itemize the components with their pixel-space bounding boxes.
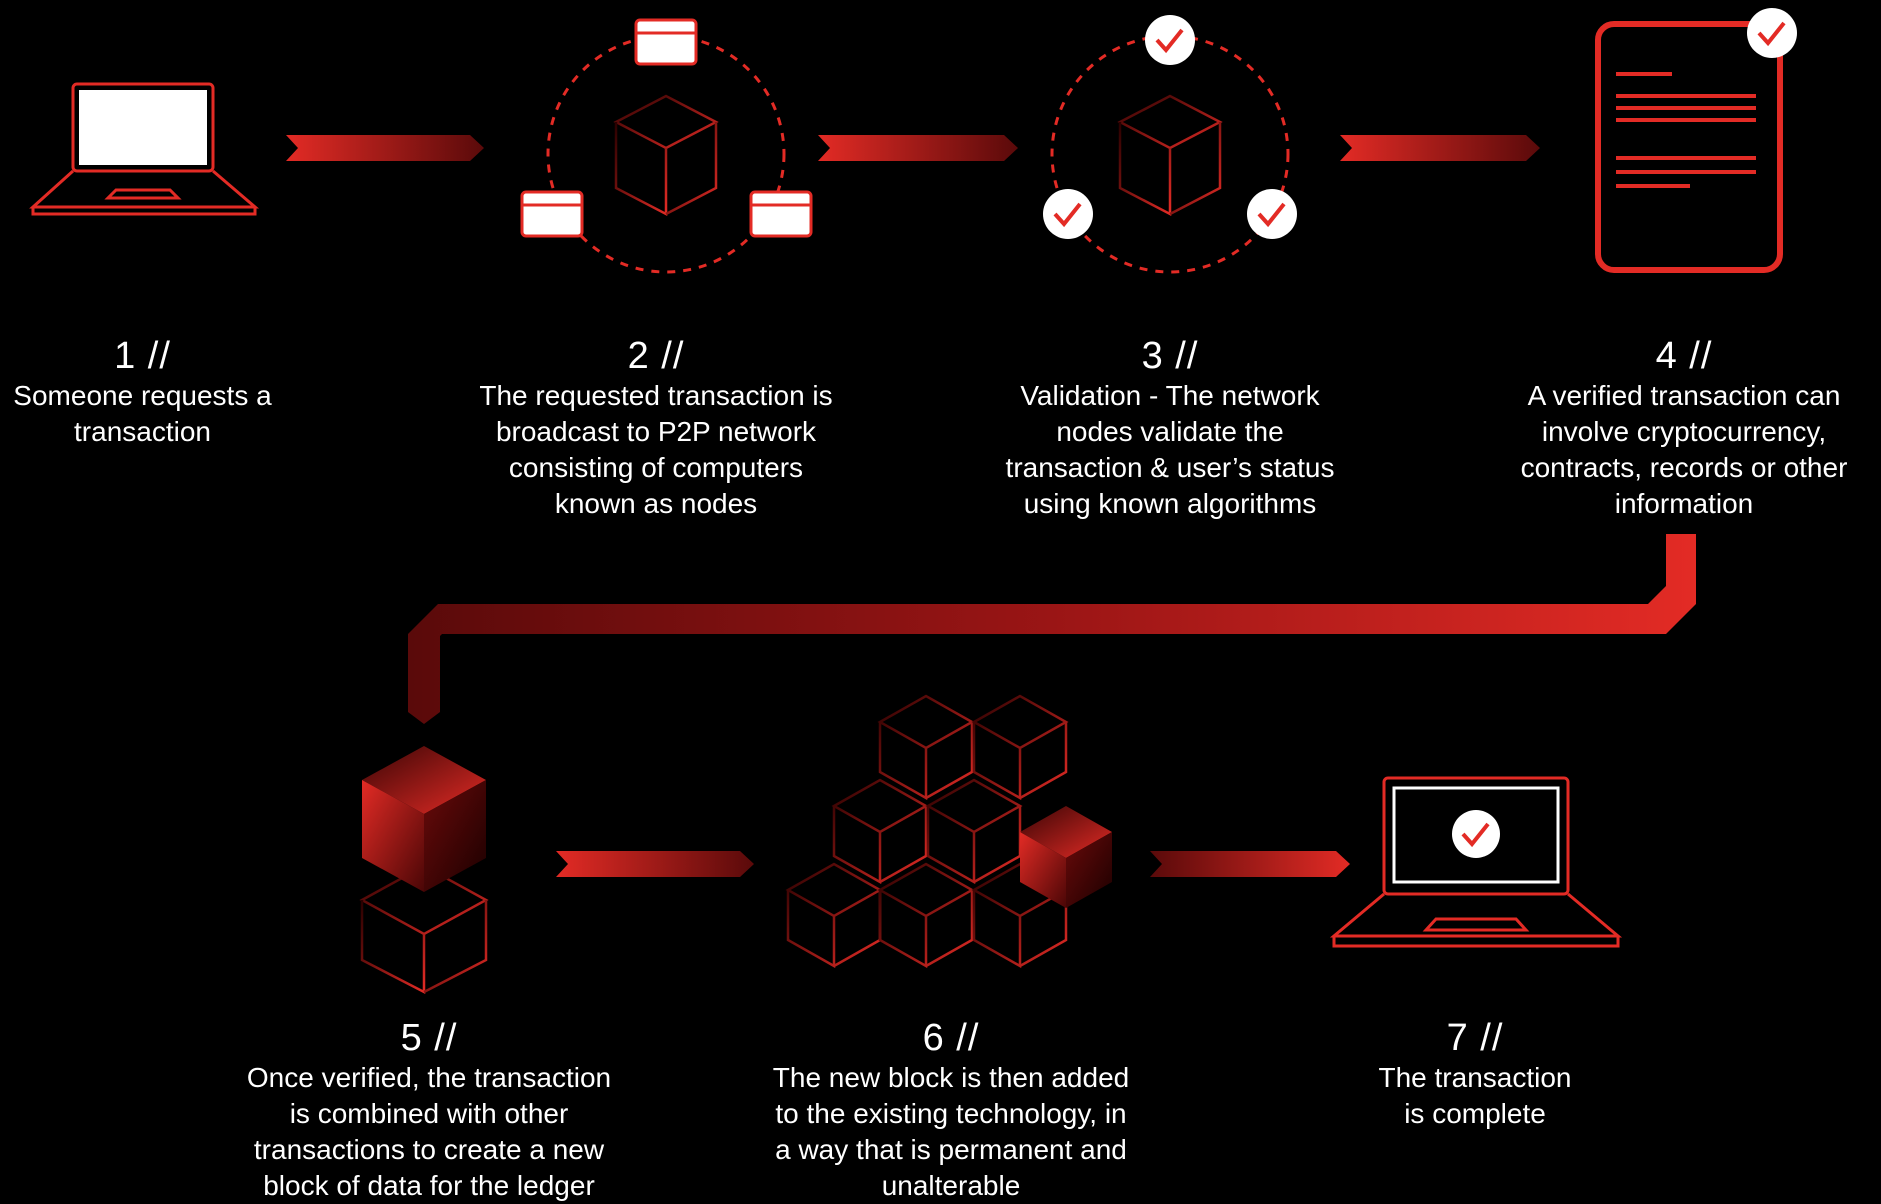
- check-icon: [1043, 189, 1093, 239]
- step-description: The new block is then added to the exist…: [772, 1062, 1130, 1201]
- outline-cube: [971, 694, 1069, 801]
- step-number: 4 //: [1655, 335, 1713, 377]
- step-number: 3 //: [1141, 335, 1199, 377]
- step-6: 6 // The new block is then added to the …: [751, 1016, 1151, 1204]
- step-description: Validation - The network nodes validate …: [1005, 380, 1335, 519]
- node-window-icon: [749, 190, 813, 238]
- step-7: 7 // The transaction is complete: [1325, 1016, 1625, 1132]
- laptop-check-icon: [1329, 776, 1623, 948]
- outline-cube: [785, 862, 883, 969]
- step-description: A verified transaction can involve crypt…: [1520, 380, 1848, 519]
- arrow-6-to-7: [1150, 851, 1350, 877]
- step-3: 3 // Validation - The network nodes vali…: [970, 334, 1370, 522]
- arrow-1-to-2: [286, 135, 484, 161]
- validation-icon: [1043, 15, 1297, 274]
- laptop-icon: [29, 82, 260, 216]
- document-icon: [1595, 8, 1797, 273]
- check-icon: [1747, 8, 1797, 58]
- step-2: 2 // The requested transaction is broadc…: [456, 334, 856, 522]
- step-number: 6 //: [922, 1017, 980, 1059]
- step-description: Once verified, the transaction is combin…: [246, 1062, 612, 1201]
- arrow-2-to-3: [818, 135, 1018, 161]
- step-number: 5 //: [400, 1017, 458, 1059]
- network-icon: [520, 18, 813, 274]
- step-5: 5 // Once verified, the transaction is c…: [224, 1016, 634, 1204]
- arrow-5-to-6: [556, 851, 754, 877]
- check-icon: [1452, 810, 1500, 858]
- outline-cube: [831, 778, 929, 885]
- step-number: 7 //: [1446, 1017, 1504, 1059]
- step-number: 2 //: [627, 335, 685, 377]
- outline-cube: [877, 694, 975, 801]
- check-icon: [1247, 189, 1297, 239]
- block-stack-icon: [785, 694, 1112, 969]
- step-number: 1 //: [114, 335, 171, 377]
- step-description: The transaction is complete: [1378, 1062, 1572, 1129]
- step-4: 4 // A verified transaction can involve …: [1489, 334, 1879, 522]
- step-description: The requested transaction is broadcast t…: [479, 380, 833, 519]
- connector-4-to-5: [408, 534, 1696, 724]
- node-window-icon: [520, 190, 584, 238]
- outline-cube: [877, 862, 975, 969]
- node-window-icon: [634, 18, 698, 66]
- check-icon: [1145, 15, 1195, 65]
- step-description: Someone requests a transaction: [13, 380, 272, 447]
- block-combine-icon: [359, 746, 489, 995]
- arrow-3-to-4: [1340, 135, 1540, 161]
- outline-cube: [925, 778, 1023, 885]
- step-1: 1 // Someone requests a transaction: [0, 334, 285, 450]
